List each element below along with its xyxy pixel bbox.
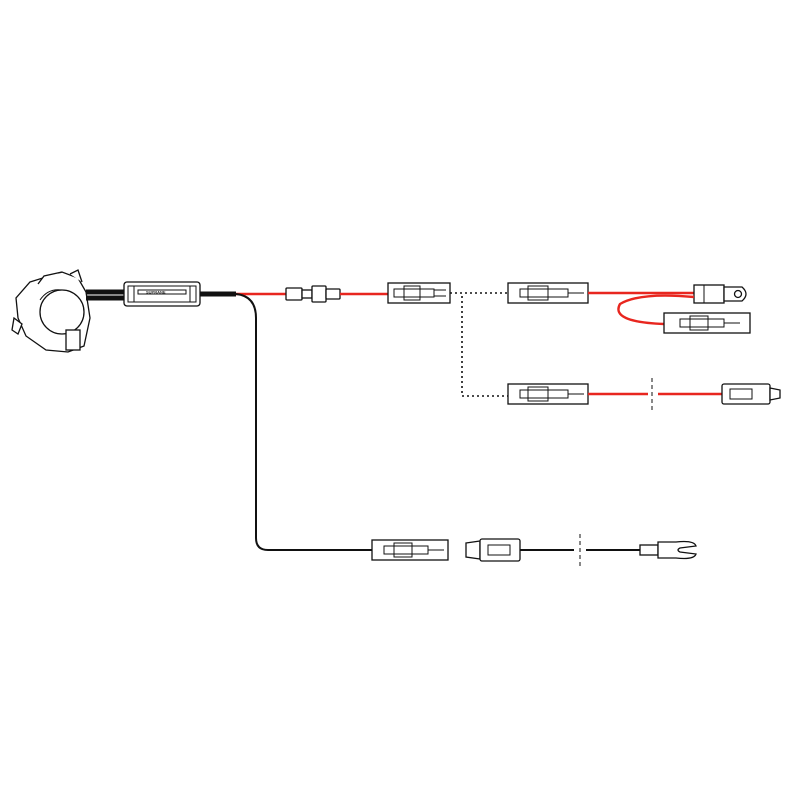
dotted-link-lower	[461, 296, 510, 397]
handlebar-clamp-switch	[11, 269, 91, 353]
female-spade-connector-lower	[507, 383, 589, 405]
fuse-brand-label: SUPRANE	[146, 290, 166, 295]
male-spade-connector-lower	[721, 383, 781, 405]
female-spade-connector-upper	[507, 282, 589, 304]
male-bullet-connector-ground	[465, 538, 521, 562]
female-spade-connector-main	[387, 282, 451, 304]
fork-terminal	[639, 540, 697, 560]
male-spade-connector-upper	[663, 312, 751, 334]
bullet-connector	[285, 285, 341, 303]
ring-terminal	[693, 284, 747, 304]
negative-wire-main	[235, 293, 372, 551]
positive-wire-loop	[617, 294, 695, 326]
inline-fuse-holder: SUPRANE	[123, 281, 201, 307]
female-spade-connector-ground	[371, 539, 449, 561]
switch-cable-sheath	[86, 289, 126, 301]
